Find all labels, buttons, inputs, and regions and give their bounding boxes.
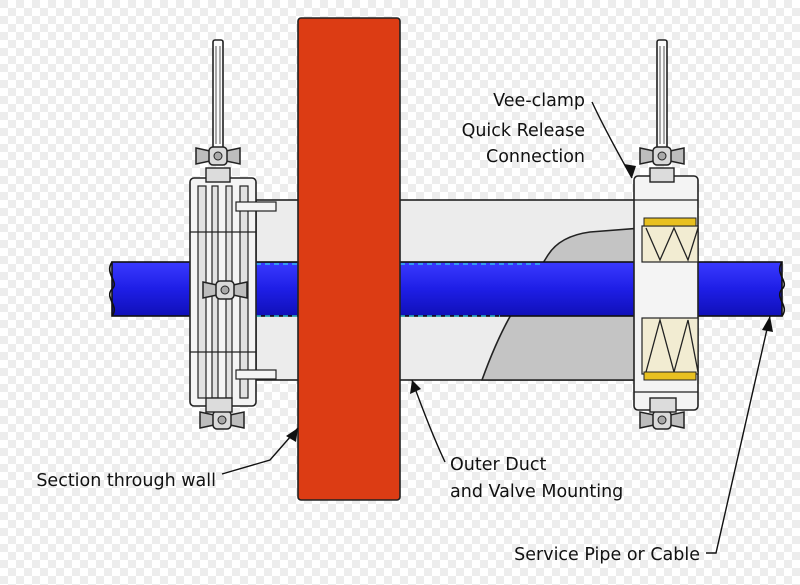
label-vee-clamp-line1: Vee-clamp: [493, 91, 585, 111]
left-clamp-block-bottom: [205, 397, 233, 413]
left-wingnut-top: [195, 146, 241, 166]
label-section-wall: Section through wall: [36, 471, 216, 491]
left-wingnut-center: [202, 280, 248, 300]
right-clamp-block-bottom: [649, 397, 677, 413]
label-service-pipe: Service Pipe or Cable: [514, 545, 700, 565]
wall-section: [297, 17, 401, 501]
right-wingnut-bottom: [639, 410, 685, 430]
label-outer-duct-line2: and Valve Mounting: [450, 482, 623, 502]
label-vee-clamp-line2: Quick Release: [462, 121, 585, 141]
right-wingnut-top: [639, 146, 685, 166]
right-flange-valve: [633, 175, 699, 411]
left-clamp-stud-top: [205, 39, 231, 183]
right-clamp-stud-top: [649, 39, 675, 183]
left-wingnut-bottom: [199, 410, 245, 430]
arrowhead-vee-clamp: [624, 164, 636, 178]
arrowhead-outer-duct: [410, 380, 421, 394]
arrowhead-section-wall: [286, 428, 298, 442]
label-outer-duct-line1: Outer Duct: [450, 455, 546, 475]
leader-section-wall: [221, 427, 299, 475]
arrowhead-service-pipe: [762, 316, 773, 332]
label-vee-clamp-line3: Connection: [486, 147, 585, 167]
leader-service-pipe: [706, 315, 771, 554]
